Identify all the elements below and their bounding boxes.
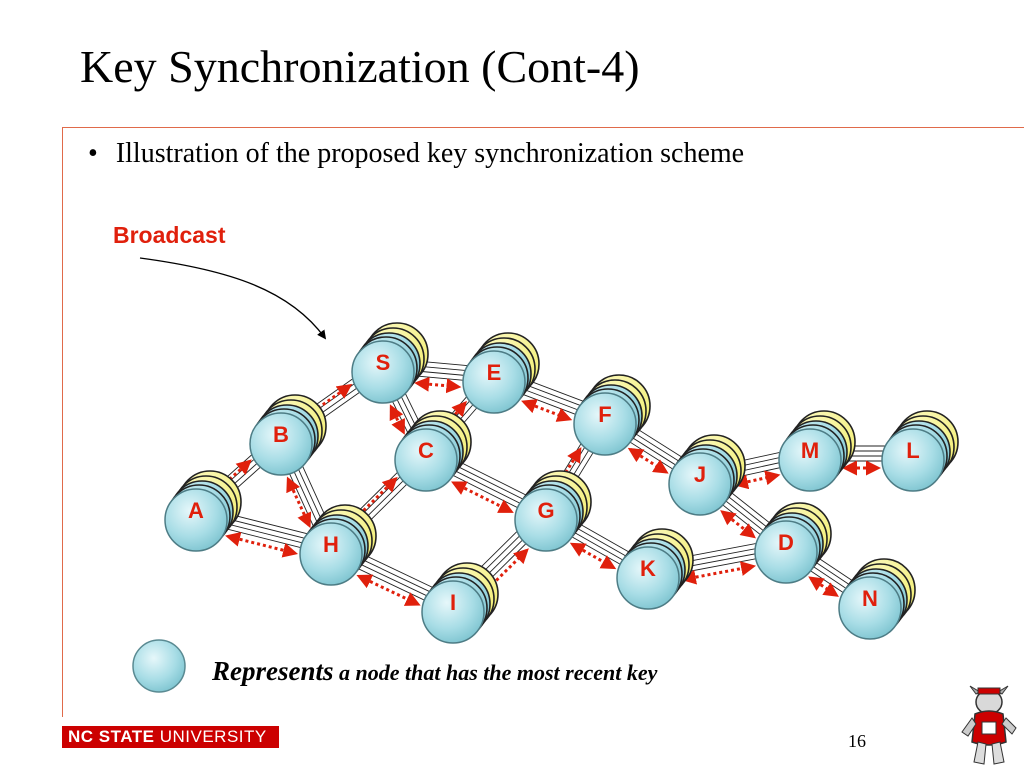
node-label-N: N xyxy=(862,586,878,611)
node-label-M: M xyxy=(801,438,819,463)
page-number: 16 xyxy=(848,731,866,751)
node-M: M xyxy=(778,410,856,492)
legend-description: a node that has the most recent key xyxy=(333,660,658,685)
node-label-K: K xyxy=(640,556,656,581)
sync-arrow-E-F xyxy=(521,399,573,422)
sync-arrow-K-D xyxy=(680,561,757,585)
node-label-E: E xyxy=(487,360,502,385)
node-F: F xyxy=(573,374,651,456)
sync-arrow-S-E xyxy=(414,376,462,394)
node-A: A xyxy=(164,470,242,552)
node-B: B xyxy=(249,394,327,476)
sync-arrow-C-G xyxy=(451,481,514,513)
node-K: K xyxy=(616,528,694,610)
node-I: I xyxy=(421,562,499,644)
node-label-F: F xyxy=(598,402,611,427)
node-label-S: S xyxy=(376,350,391,375)
sync-arrow-I-G xyxy=(481,548,529,596)
node-N: N xyxy=(838,558,916,640)
broadcast-label: Broadcast xyxy=(113,222,226,248)
slide-title: Key Synchronization (Cont-4) xyxy=(80,41,640,92)
broadcast-arrow xyxy=(139,257,327,340)
legend-represents: Represents xyxy=(212,656,334,686)
node-label-B: B xyxy=(273,422,289,447)
left-divider xyxy=(62,127,63,717)
node-S: S xyxy=(351,322,429,404)
node-label-D: D xyxy=(778,530,794,555)
node-label-G: G xyxy=(537,498,554,523)
sync-arrow-D-N xyxy=(808,576,839,597)
sync-arrow-H-I xyxy=(356,574,421,606)
sync-arrow-G-K xyxy=(569,542,617,570)
sync-arrow-F-J xyxy=(627,447,669,474)
sync-arrow-F-G xyxy=(555,447,582,489)
wolf-mascot-icon xyxy=(961,685,1017,765)
node-label-C: C xyxy=(418,438,434,463)
university-logo: NC STATE UNIVERSITY xyxy=(62,726,279,748)
node-G: G xyxy=(514,470,592,552)
bullet-item: • Illustration of the proposed key synchr… xyxy=(88,138,744,170)
bullet-dot-icon: • xyxy=(88,138,98,169)
logo-bold: NC STATE xyxy=(68,727,155,746)
node-label-L: L xyxy=(906,438,919,463)
bullet-text: Illustration of the proposed key synchro… xyxy=(115,138,745,169)
legend-caption: Represents a node that has the most rece… xyxy=(212,656,657,687)
node-label-A: A xyxy=(188,498,204,523)
legend-node-icon xyxy=(132,639,186,693)
sync-arrow-S-C xyxy=(389,404,405,435)
node-D: D xyxy=(754,502,832,584)
sync-arrow-J-D xyxy=(720,510,756,539)
node-C: C xyxy=(394,410,472,492)
sync-arrow-J-M xyxy=(732,470,781,490)
sync-arrow-B-H xyxy=(286,476,312,529)
node-label-I: I xyxy=(450,590,456,615)
node-layer: S E B C F A H G J M L D K I N xyxy=(164,322,959,644)
title-divider xyxy=(62,127,1024,128)
node-H: H xyxy=(299,504,377,586)
node-label-J: J xyxy=(694,462,706,487)
node-label-H: H xyxy=(323,532,339,557)
sync-arrow-C-H xyxy=(348,476,398,526)
node-E: E xyxy=(462,332,540,414)
logo-rest: UNIVERSITY xyxy=(154,727,267,746)
node-J: J xyxy=(668,434,746,516)
arrow-layer xyxy=(214,376,881,606)
node-L: L xyxy=(881,410,959,492)
